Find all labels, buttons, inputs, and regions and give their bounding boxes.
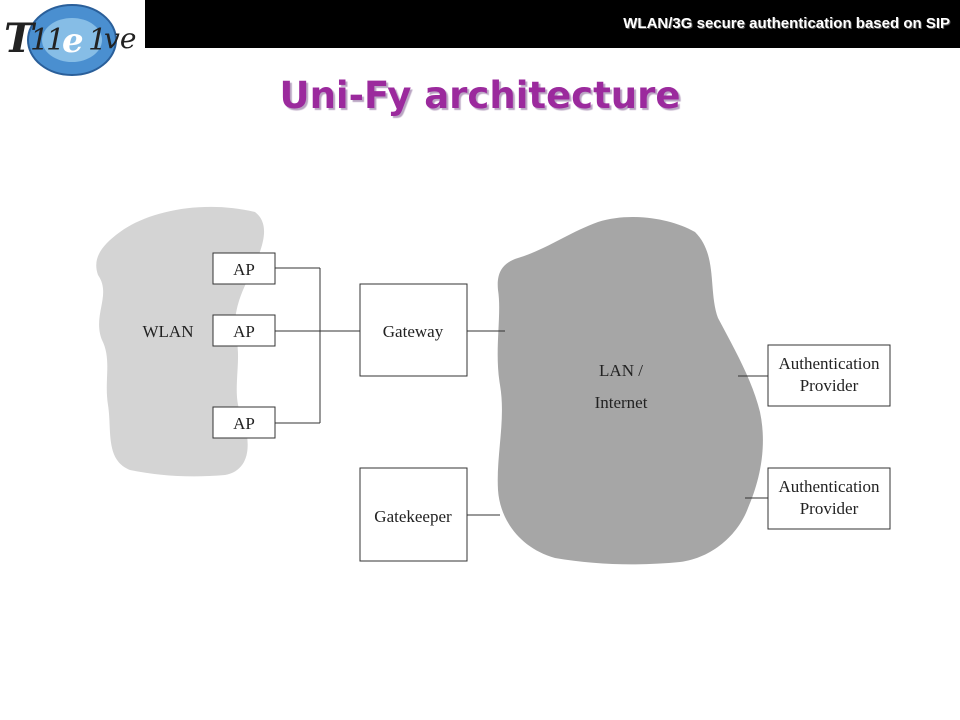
auth-provider-box-1 bbox=[767, 344, 891, 407]
ap-box-3 bbox=[212, 406, 276, 439]
svg-text:1: 1 bbox=[88, 23, 107, 58]
slide-title: Uni-Fy architecture bbox=[279, 74, 681, 117]
internet-label: Internet bbox=[595, 393, 648, 412]
header-bar: WLAN/3G secure authentication based on S… bbox=[145, 0, 960, 48]
ap-box-2 bbox=[212, 314, 276, 347]
ap-label-2: AP bbox=[233, 322, 255, 341]
project-logo: T 1 1 e 1 ve bbox=[4, 4, 136, 76]
header-subtitle: WLAN/3G secure authentication based on S… bbox=[623, 15, 950, 32]
lan-cloud bbox=[497, 217, 763, 565]
svg-text:1: 1 bbox=[30, 23, 49, 58]
gatekeeper-box bbox=[359, 467, 468, 562]
connection-lines bbox=[275, 267, 768, 516]
ap-label-1: AP bbox=[233, 260, 255, 279]
gateway-label: Gateway bbox=[383, 322, 444, 341]
auth-provider-1-line1: Authentication bbox=[778, 354, 880, 373]
wlan-label: WLAN bbox=[143, 322, 194, 341]
svg-text:T: T bbox=[4, 15, 37, 62]
ap-box-1 bbox=[212, 252, 276, 285]
ap-label-3: AP bbox=[233, 414, 255, 433]
lan-label: LAN / bbox=[599, 361, 643, 380]
gatekeeper-label: Gatekeeper bbox=[374, 507, 452, 526]
svg-text:1: 1 bbox=[46, 23, 65, 58]
auth-provider-2-line1: Authentication bbox=[778, 477, 880, 496]
gateway-box bbox=[359, 283, 468, 377]
auth-provider-box-2 bbox=[767, 467, 891, 530]
auth-provider-2-line2: Provider bbox=[800, 499, 859, 518]
auth-provider-1-line2: Provider bbox=[800, 376, 859, 395]
svg-text:e: e bbox=[62, 21, 84, 61]
svg-text:ve: ve bbox=[104, 22, 136, 55]
